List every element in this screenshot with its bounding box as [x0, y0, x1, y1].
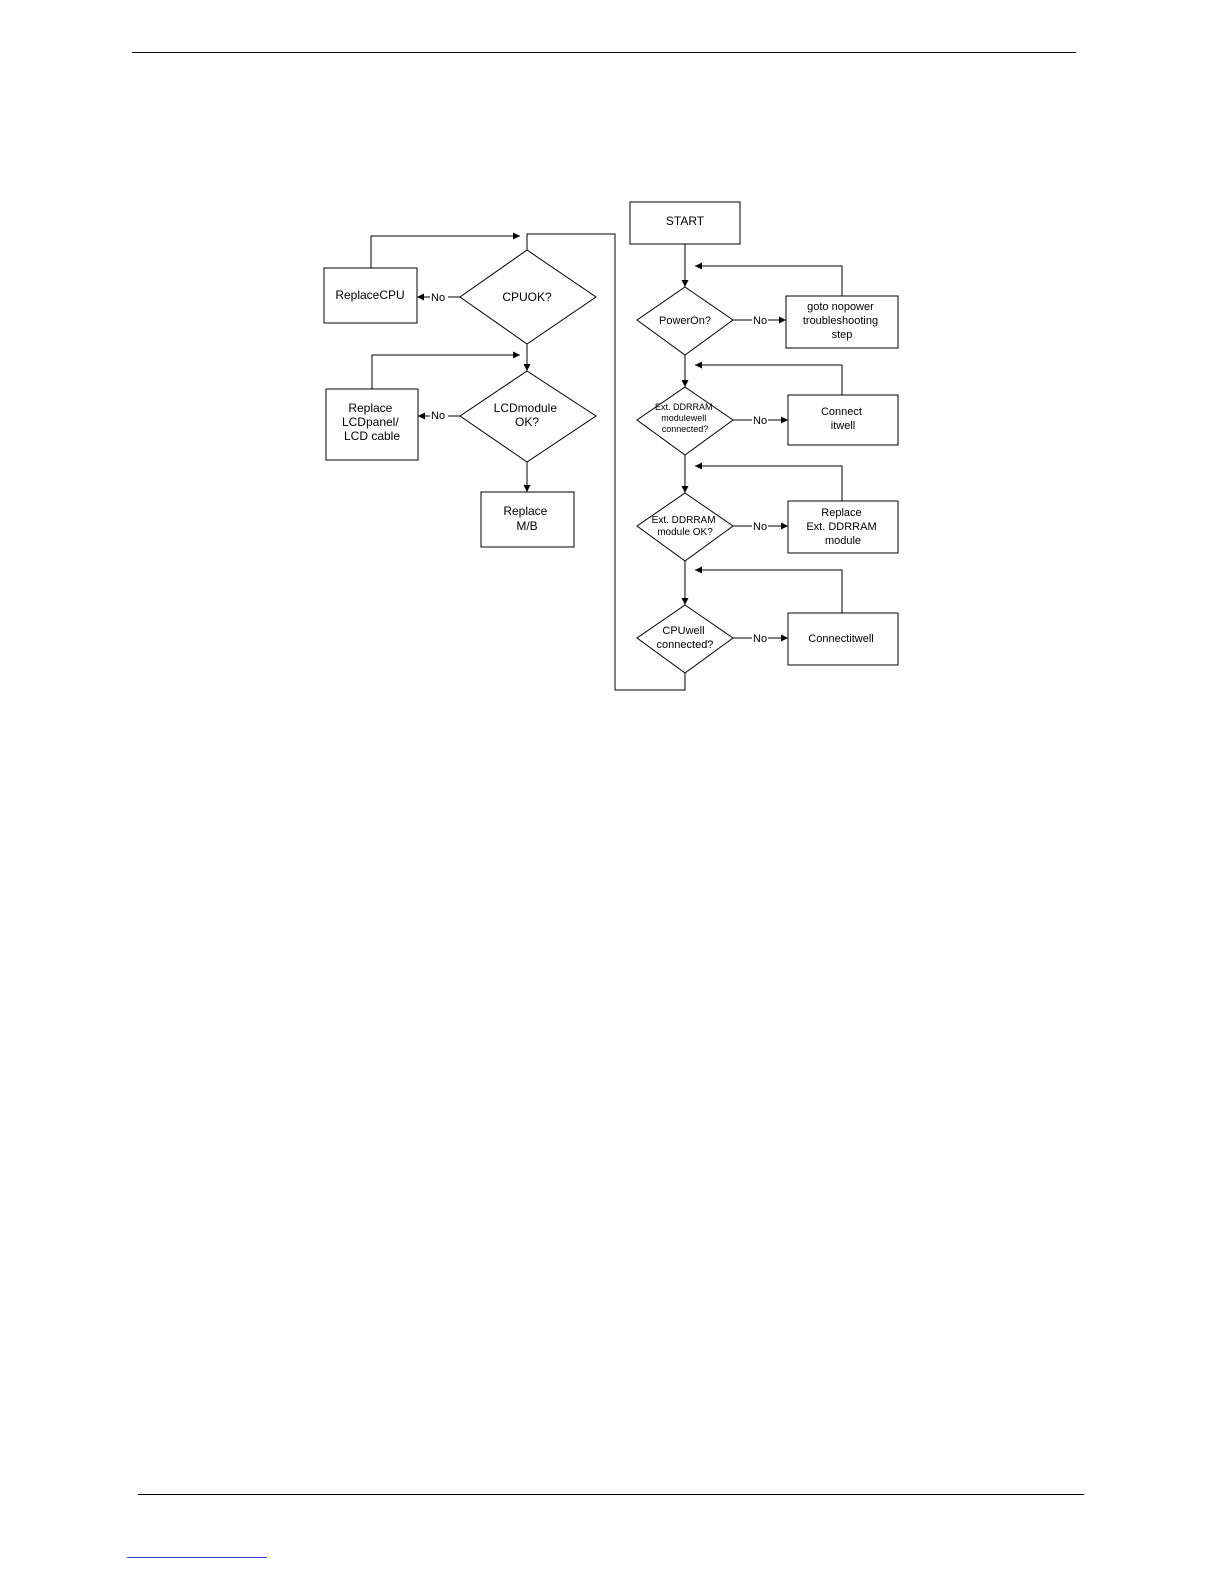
ddr-connected-q-2: modulewell: [661, 413, 706, 423]
cpu-ok-no-label: No: [431, 292, 445, 304]
power-on-decision: PowerOn?: [637, 287, 733, 355]
cpu-connected-no-label: No: [753, 633, 767, 645]
replace-ddr-line-1: Replace: [821, 507, 861, 519]
replace-mb-line-1: Replace: [503, 504, 547, 518]
connect-cpu-label: Connectitwell: [808, 633, 873, 645]
start-node: START: [630, 202, 740, 244]
footer-rule: [138, 1494, 1084, 1495]
replace-lcd-loop-arrow: [372, 355, 520, 389]
ddr-ok-q-1: Ext. DDRRAM: [652, 515, 716, 526]
ddr-connected-q-3: connected?: [662, 424, 709, 434]
replace-ddr-loop-arrow: [695, 466, 842, 501]
replace-cpu-loop-arrow: [371, 236, 520, 268]
ddr-ok-decision: Ext. DDRRAM module OK?: [637, 493, 733, 561]
ddr-connected-decision: Ext. DDRRAM modulewell connected?: [637, 387, 733, 455]
replace-mb-line-2: M/B: [516, 519, 537, 533]
connect-line-1: Connect: [821, 406, 862, 418]
replace-ddr-line-2: Ext. DDRRAM: [806, 521, 876, 533]
cpu-connected-q-1: CPUwell: [662, 625, 704, 637]
replace-ddr-line-3: module: [825, 535, 861, 547]
svg-text:Ext. DDRRAM module OK?: Ext. DDRRAM module OK?: [652, 515, 719, 538]
power-on-no-label: No: [753, 315, 767, 327]
connect-cpu-box: Connectitwell: [788, 613, 898, 665]
cpu-ok-decision: CPUOK?: [460, 250, 596, 344]
replace-cpu-box: ReplaceCPU: [324, 268, 417, 323]
ddr-ok-no-label: No: [753, 521, 767, 533]
cpu-ok-question: CPUOK?: [502, 290, 552, 304]
power-on-question: PowerOn?: [659, 315, 711, 327]
cpu-connected-decision: CPUwell connected?: [637, 605, 733, 673]
goto-nopower-line-3: step: [832, 329, 853, 341]
svg-text:Ext. DDRRAM modulewell: Ext. DDRRAM modulewell connected?: [655, 402, 715, 434]
lcd-ok-decision: LCDmodule OK?: [460, 371, 596, 462]
replace-ddr-box: Replace Ext. DDRRAM module: [788, 501, 898, 553]
replace-mb-box: Replace M/B: [481, 492, 574, 547]
connect-it-well-box: Connect itwell: [788, 395, 898, 445]
lcd-ok-q-2: OK?: [515, 415, 539, 429]
replace-lcd-line-2: LCDpanel/: [342, 415, 399, 429]
replace-lcd-line-3: LCD cable: [344, 429, 400, 443]
connect-loop-arrow: [695, 365, 842, 395]
connect-cpu-loop-arrow: [695, 570, 842, 613]
lcd-ok-q-1: LCDmodule: [494, 401, 558, 415]
connect-line-2: itwell: [831, 420, 855, 432]
troubleshooting-flowchart: START PowerOn? No goto nopower troublesh…: [0, 0, 1224, 760]
ddr-ok-q-2: module OK?: [657, 527, 713, 538]
nopower-loop-arrow: [695, 266, 842, 296]
replace-cpu-label: ReplaceCPU: [335, 288, 404, 302]
goto-nopower-box: goto nopower troubleshooting step: [786, 296, 898, 348]
ddr-connected-q-1: Ext. DDRRAM: [655, 402, 713, 412]
goto-nopower-line-2: troubleshooting: [803, 315, 878, 327]
replace-lcd-line-1: Replace: [348, 401, 392, 415]
goto-nopower-line-1: goto nopower: [807, 301, 874, 313]
lcd-ok-no-label: No: [431, 410, 445, 422]
svg-text:Replace LCDpanel/: Replace LCDpanel/ LCD cable: [342, 401, 402, 443]
ddr-connected-no-label: No: [753, 415, 767, 427]
footer-link-underline: [127, 1557, 267, 1558]
replace-lcd-box: Replace LCDpanel/ LCD cable: [326, 389, 418, 460]
start-label: START: [666, 214, 705, 228]
cpu-connected-q-2: connected?: [657, 639, 714, 651]
